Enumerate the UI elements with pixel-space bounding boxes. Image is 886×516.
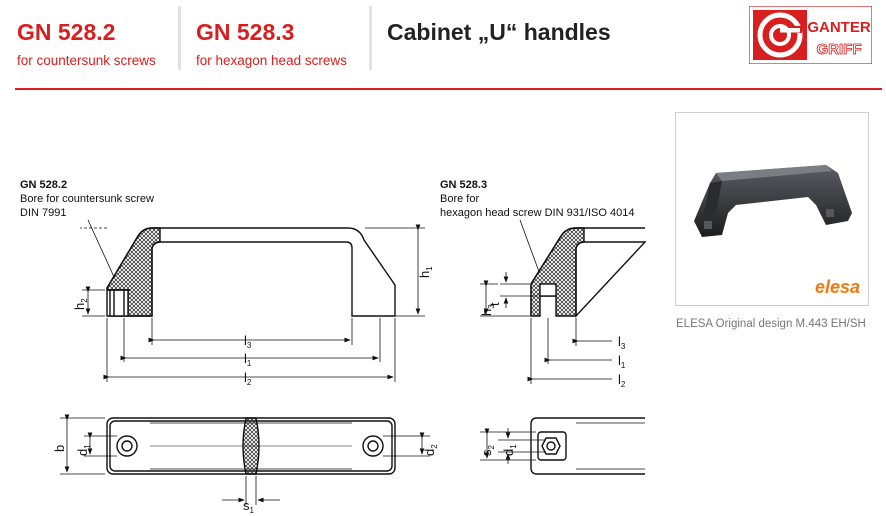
header-divider <box>369 6 372 70</box>
logo-brand-line2: GRIFF <box>817 41 862 58</box>
ganter-g-logo-icon <box>753 10 807 60</box>
dimension-lines-right <box>480 272 612 384</box>
dim-h1-label: h1 <box>417 266 434 278</box>
dim-s2-label: s2 <box>479 445 496 457</box>
product-code-gn528-3: GN 528.3 <box>196 19 295 45</box>
photo-caption: ELESA Original design M.443 EH/SH <box>676 318 866 330</box>
side-view-gn528-2 <box>106 227 396 317</box>
dim-h2-label: h2 <box>72 298 89 310</box>
svg-text:elesa: elesa <box>815 277 860 297</box>
top-view-gn528-3 <box>530 417 645 475</box>
header-rule <box>15 88 882 90</box>
product-code-gn528-2: GN 528.2 <box>17 19 116 45</box>
dim-l1-right-label: l1 <box>618 353 626 370</box>
product-subtitle-gn528-3: for hexagon head screws <box>196 53 347 68</box>
elesa-brand-logo: elesa <box>815 277 860 297</box>
dim-l2-right-label: l2 <box>618 372 626 389</box>
side-view-gn528-3 <box>530 227 647 318</box>
dimension-lines-bottom-left <box>60 414 430 505</box>
note-right-title: GN 528.3 <box>440 179 487 191</box>
note-left-title: GN 528.2 <box>20 179 67 191</box>
note-left-line2: DIN 7991 <box>20 207 66 219</box>
logo-brand-line1: GANTER <box>807 19 871 36</box>
note-left-line1: Bore for countersunk screw <box>20 193 154 205</box>
ganter-logo: GANTER GRIFF <box>749 6 872 64</box>
dim-l3-label: l3 <box>244 333 252 350</box>
dim-l1-label: l1 <box>244 351 252 368</box>
dimension-lines-left <box>80 224 425 382</box>
product-photo: elesa <box>675 112 869 306</box>
dim-l3-right-label: l3 <box>618 334 626 351</box>
u-handle-photo-image: elesa <box>694 165 860 297</box>
dim-s1-label: s1 <box>243 498 255 515</box>
dim-d1-label: d1 <box>75 444 92 456</box>
note-right-line1: Bore for <box>440 193 479 205</box>
dim-d1-right-label: d1 <box>501 444 518 456</box>
dim-l2-label: l2 <box>244 370 252 387</box>
note-right-line2: hexagon head screw DIN 931/ISO 4014 <box>440 207 634 219</box>
header-divider <box>178 6 181 70</box>
dimension-lines-bottom-right <box>480 428 546 464</box>
page-title: Cabinet „U“ handles <box>387 19 611 45</box>
dim-t-label: t <box>487 302 502 306</box>
product-subtitle-gn528-2: for countersunk screws <box>17 53 156 68</box>
dim-h3-label: h3 <box>479 304 496 316</box>
dim-b-label: b <box>52 445 67 452</box>
top-view-gn528-2 <box>106 417 396 475</box>
dim-d2-label: d2 <box>422 444 439 456</box>
